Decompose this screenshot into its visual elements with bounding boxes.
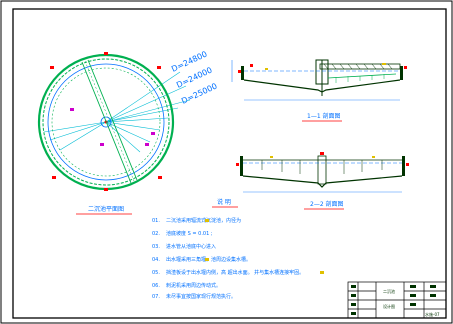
title-block-marks	[351, 285, 436, 315]
s1-bridge-deck	[319, 63, 401, 70]
plan-view: D=24800 D=24000 D=25000 二沉池平面图	[37, 49, 219, 215]
notes-list: 01. 二沉池采用辐流式沉淀池，内径为 02. 池底坡度 S = 0.01 ; …	[152, 217, 304, 300]
drawing-frame	[12, 8, 447, 319]
title-block-subtitle: 设计图	[383, 303, 395, 309]
tank-baffle-ring	[51, 67, 161, 177]
note-num-1: 01.	[152, 218, 160, 224]
section-2-title: 2—2 剖面图	[310, 200, 344, 208]
note-num-5: 05.	[152, 270, 160, 276]
note-num-6: 06.	[152, 283, 160, 289]
notes-title: 说 明	[217, 198, 231, 206]
note-num-2: 02.	[152, 231, 160, 237]
s1-left-wall	[241, 66, 244, 80]
ring-markers	[50, 52, 162, 191]
note-text-3: 进水管从池底中心进入	[166, 243, 216, 250]
plan-title: 二沉池平面图	[88, 205, 124, 213]
tank-channel-ring	[42, 58, 170, 186]
title-block	[347, 281, 447, 319]
s2-center-column	[317, 155, 327, 185]
s1-right-wall	[400, 66, 403, 80]
note-text-7: 未尽事宜按国家现行规范执行。	[166, 293, 236, 300]
note-num-4: 04.	[152, 257, 160, 263]
tank-weir-ring	[47, 63, 165, 181]
note-text-6: 刺泥机采用周边传动式。	[166, 282, 221, 289]
note-text-1: 二沉池采用辐流式沉淀池，内径为	[166, 217, 241, 224]
note-text-5: 挡渣板设于出水堰内侧，高 超出水面。 并与集水槽连接牢固。	[166, 269, 304, 276]
notes-block: 说 明 01. 二沉池采用辐流式沉淀池，内径为 02. 池底坡度 S = 0.0…	[152, 198, 324, 300]
tank-center-well	[100, 116, 112, 128]
title-block-sheet-no: 水施-07	[425, 311, 440, 317]
section-2-2: 2—2 剖面图	[236, 152, 409, 210]
note-num-3: 03.	[152, 244, 160, 250]
s1-bridge-truss	[323, 63, 393, 70]
s2-right-wall	[402, 156, 405, 176]
plan-radial-lines	[43, 71, 191, 153]
section-1-title: 1—1 剖面图	[307, 112, 341, 120]
ring-tags	[70, 108, 155, 146]
section-1-1: 1—1 剖面图	[231, 59, 407, 122]
note-text-2: 池底坡度 S = 0.01 ;	[166, 230, 213, 237]
note-num-7: 07.	[152, 294, 160, 300]
s2-floor	[242, 175, 403, 188]
scraper-bridge	[81, 59, 138, 184]
s2-left-wall	[240, 156, 243, 176]
title-block-title: 二沉池	[383, 288, 395, 294]
